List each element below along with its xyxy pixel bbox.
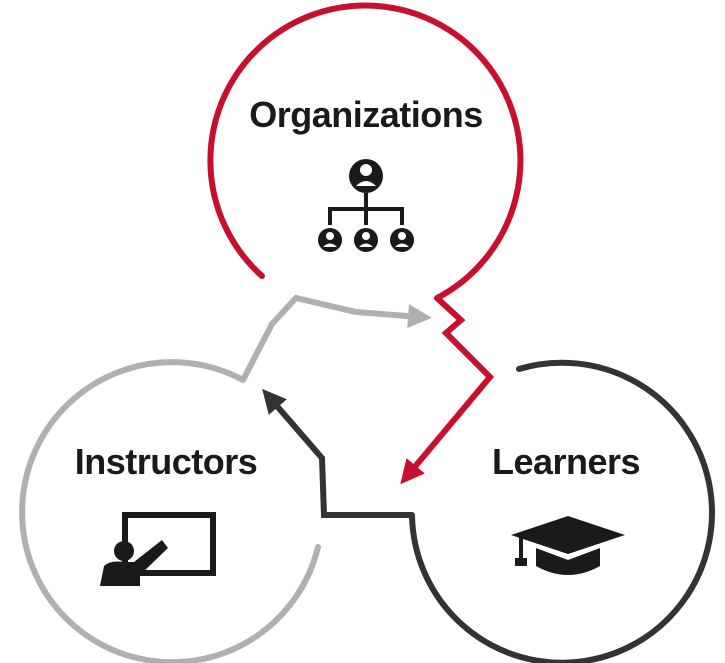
instructors-node: Instructors	[19, 359, 321, 663]
instructors-label: Instructors	[75, 441, 258, 482]
organizations-ring	[207, 2, 524, 301]
flow-arrow-learners-to-instructors	[262, 388, 412, 518]
instructors-ring	[19, 359, 321, 663]
org-chart-icon	[318, 159, 414, 252]
learners-ring	[409, 359, 715, 663]
flow-arrow-instructors-to-organizations	[240, 294, 432, 382]
presenter-board-icon	[100, 512, 216, 586]
learners-node: Learners	[409, 359, 715, 663]
organizations-label: Organizations	[249, 94, 483, 135]
learners-label: Learners	[492, 441, 640, 482]
flow-arrow-organizations-to-learners	[400, 295, 495, 485]
graduation-cap-icon	[511, 516, 625, 575]
organizations-node: Organizations	[207, 2, 524, 301]
